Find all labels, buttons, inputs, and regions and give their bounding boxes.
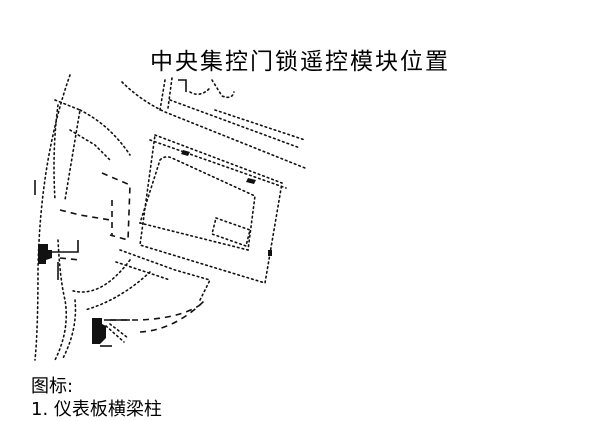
page-title: 中央集控门锁遥控模块位置 bbox=[150, 49, 450, 75]
upper-bracket bbox=[159, 77, 235, 111]
wiring-harness-lower bbox=[69, 259, 211, 333]
module-location-diagram bbox=[34, 74, 306, 361]
legend-heading: 图标: bbox=[31, 376, 74, 397]
bottom-connector-icon bbox=[92, 318, 130, 347]
dashboard-crossbeam bbox=[121, 81, 306, 169]
left-connector-icon bbox=[38, 240, 81, 280]
legend-item-number: 1. bbox=[31, 399, 49, 420]
legend-item-label: 仪表板横梁柱 bbox=[53, 399, 162, 420]
wiring-harness-left bbox=[34, 74, 131, 361]
remote-control-module bbox=[101, 133, 287, 285]
legend-item: 1. 仪表板横梁柱 bbox=[31, 395, 162, 421]
